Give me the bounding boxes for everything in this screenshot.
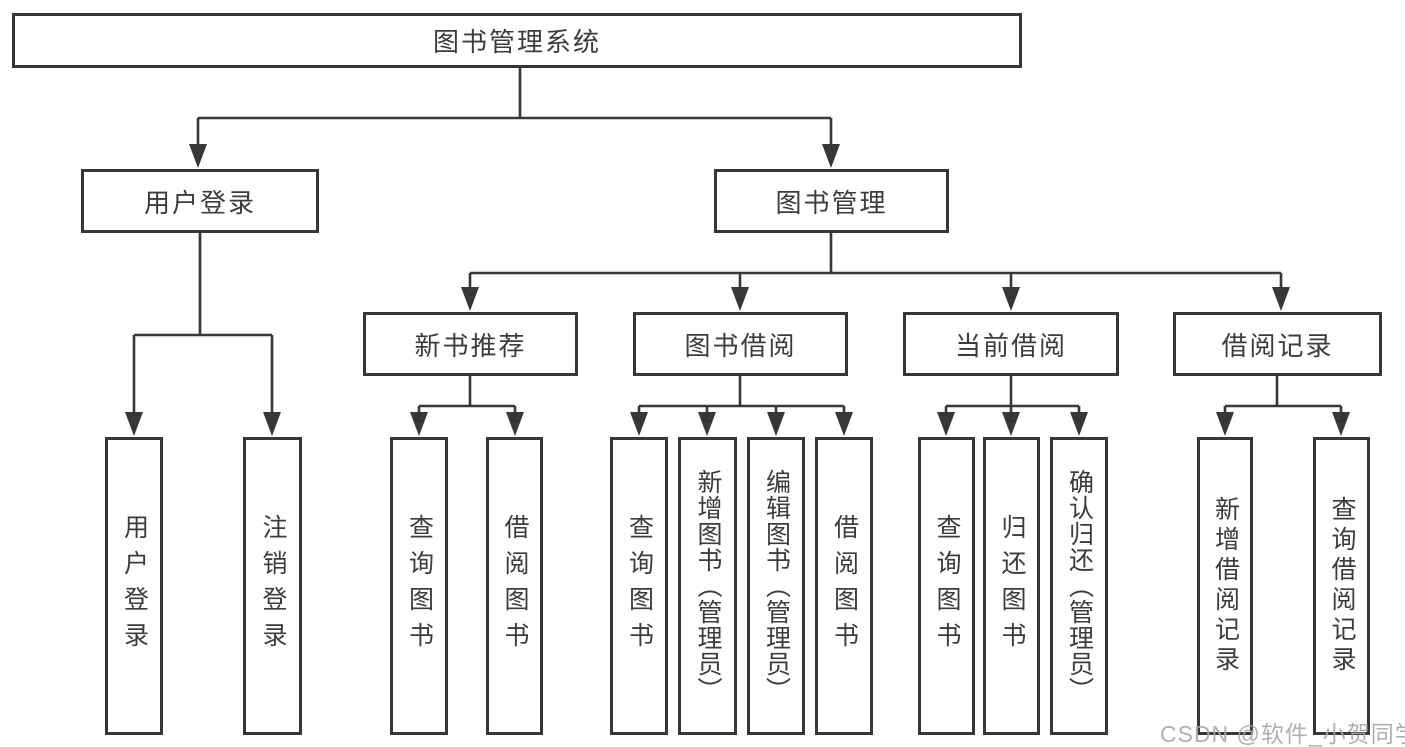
leaf-add-borrow-record: 新增借阅记录	[1197, 437, 1253, 735]
leaf-user-login: 用户登录	[105, 437, 163, 735]
leaf-return-books: 归还图书	[983, 437, 1040, 735]
node-book-borrow: 图书借阅	[633, 312, 848, 376]
node-current-borrow: 当前借阅	[903, 312, 1119, 376]
leaf-query-books-recommend: 查询图书	[390, 437, 448, 735]
leaf-add-books-admin: 新增图书（管理员）	[678, 437, 737, 735]
node-new-book-recommend: 新书推荐	[363, 312, 578, 376]
leaf-edit-books-admin: 编辑图书（管理员）	[747, 437, 805, 735]
node-root-library-management-system: 图书管理系统	[12, 13, 1022, 68]
node-book-management: 图书管理	[714, 169, 949, 233]
leaf-query-borrow-record: 查询借阅记录	[1313, 437, 1370, 735]
leaf-query-books-current: 查询图书	[918, 437, 975, 735]
node-borrow-records: 借阅记录	[1173, 312, 1382, 376]
arrowhead-icons	[125, 144, 1350, 436]
leaf-query-books-borrow: 查询图书	[610, 437, 668, 735]
leaf-borrow-books-recommend: 借阅图书	[486, 437, 543, 735]
leaf-borrow-books: 借阅图书	[815, 437, 873, 735]
leaf-confirm-return-admin: 确认归还（管理员）	[1050, 437, 1108, 735]
watermark: CSDN @软件_小贺同学	[1160, 721, 1405, 747]
node-user-login: 用户登录	[81, 169, 319, 233]
leaf-logout: 注销登录	[243, 437, 302, 735]
